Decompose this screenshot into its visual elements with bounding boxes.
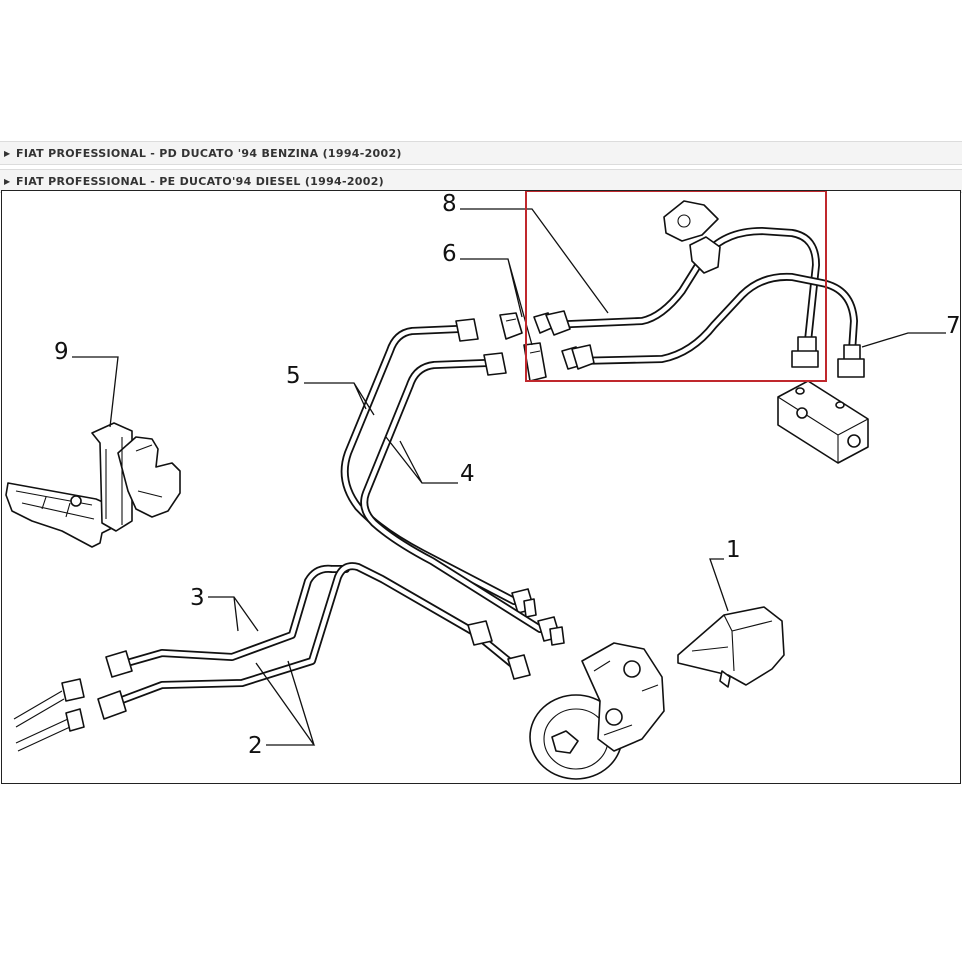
- callout-label-1: 1: [726, 537, 741, 563]
- parts-diagram-frame: 1 2 3 4 5 6 7 8 9: [1, 190, 961, 784]
- catalog-row-label: FIAT PROFESSIONAL - PE DUCATO'94 DIESEL …: [16, 174, 384, 188]
- flexible-hoses: [13, 678, 85, 752]
- part-1-bracket[interactable]: [677, 606, 785, 688]
- callout-2[interactable]: 2: [248, 660, 316, 759]
- catalog-row-pd-ducato-benzina[interactable]: ▶ FIAT PROFESSIONAL - PD DUCATO '94 BENZ…: [0, 141, 962, 165]
- callout-label-2: 2: [248, 733, 263, 759]
- part-4-pipe[interactable]: [360, 352, 565, 646]
- callout-4[interactable]: 4: [385, 436, 475, 487]
- catalog-row-label: FIAT PROFESSIONAL - PD DUCATO '94 BENZIN…: [16, 146, 402, 160]
- part-7-junction-block[interactable]: [777, 380, 869, 464]
- part-8-pipe-pair[interactable]: [533, 200, 865, 378]
- callout-label-6: 6: [442, 241, 457, 267]
- callout-5[interactable]: 5: [286, 363, 375, 416]
- callout-3[interactable]: 3: [190, 585, 259, 632]
- part-2-pipe[interactable]: [97, 562, 531, 720]
- callout-label-5: 5: [286, 363, 301, 389]
- callout-label-9: 9: [54, 339, 69, 365]
- callout-label-8: 8: [442, 191, 457, 217]
- catalog-row-pe-ducato-diesel[interactable]: ▶ FIAT PROFESSIONAL - PE DUCATO'94 DIESE…: [0, 169, 962, 193]
- triangle-right-icon: ▶: [4, 176, 11, 186]
- selected-part-highlight: [525, 191, 827, 382]
- callout-label-4: 4: [460, 461, 475, 487]
- brake-pressure-compensator[interactable]: [529, 642, 665, 780]
- brake-pipes-exploded-diagram: 1 2 3 4 5 6 7 8 9: [5, 191, 961, 780]
- callout-7[interactable]: 7: [861, 313, 961, 348]
- callout-6[interactable]: 6: [442, 241, 533, 346]
- triangle-right-icon: ▶: [4, 148, 11, 158]
- part-9-pipe-clip[interactable]: [5, 422, 181, 548]
- part-3-pipe[interactable]: [105, 564, 350, 678]
- callout-label-3: 3: [190, 585, 205, 611]
- callout-9[interactable]: 9: [54, 339, 119, 428]
- callout-label-7: 7: [946, 313, 961, 339]
- callout-8[interactable]: 8: [442, 191, 609, 314]
- part-6-clips[interactable]: [499, 312, 547, 382]
- callout-1[interactable]: 1: [709, 537, 741, 612]
